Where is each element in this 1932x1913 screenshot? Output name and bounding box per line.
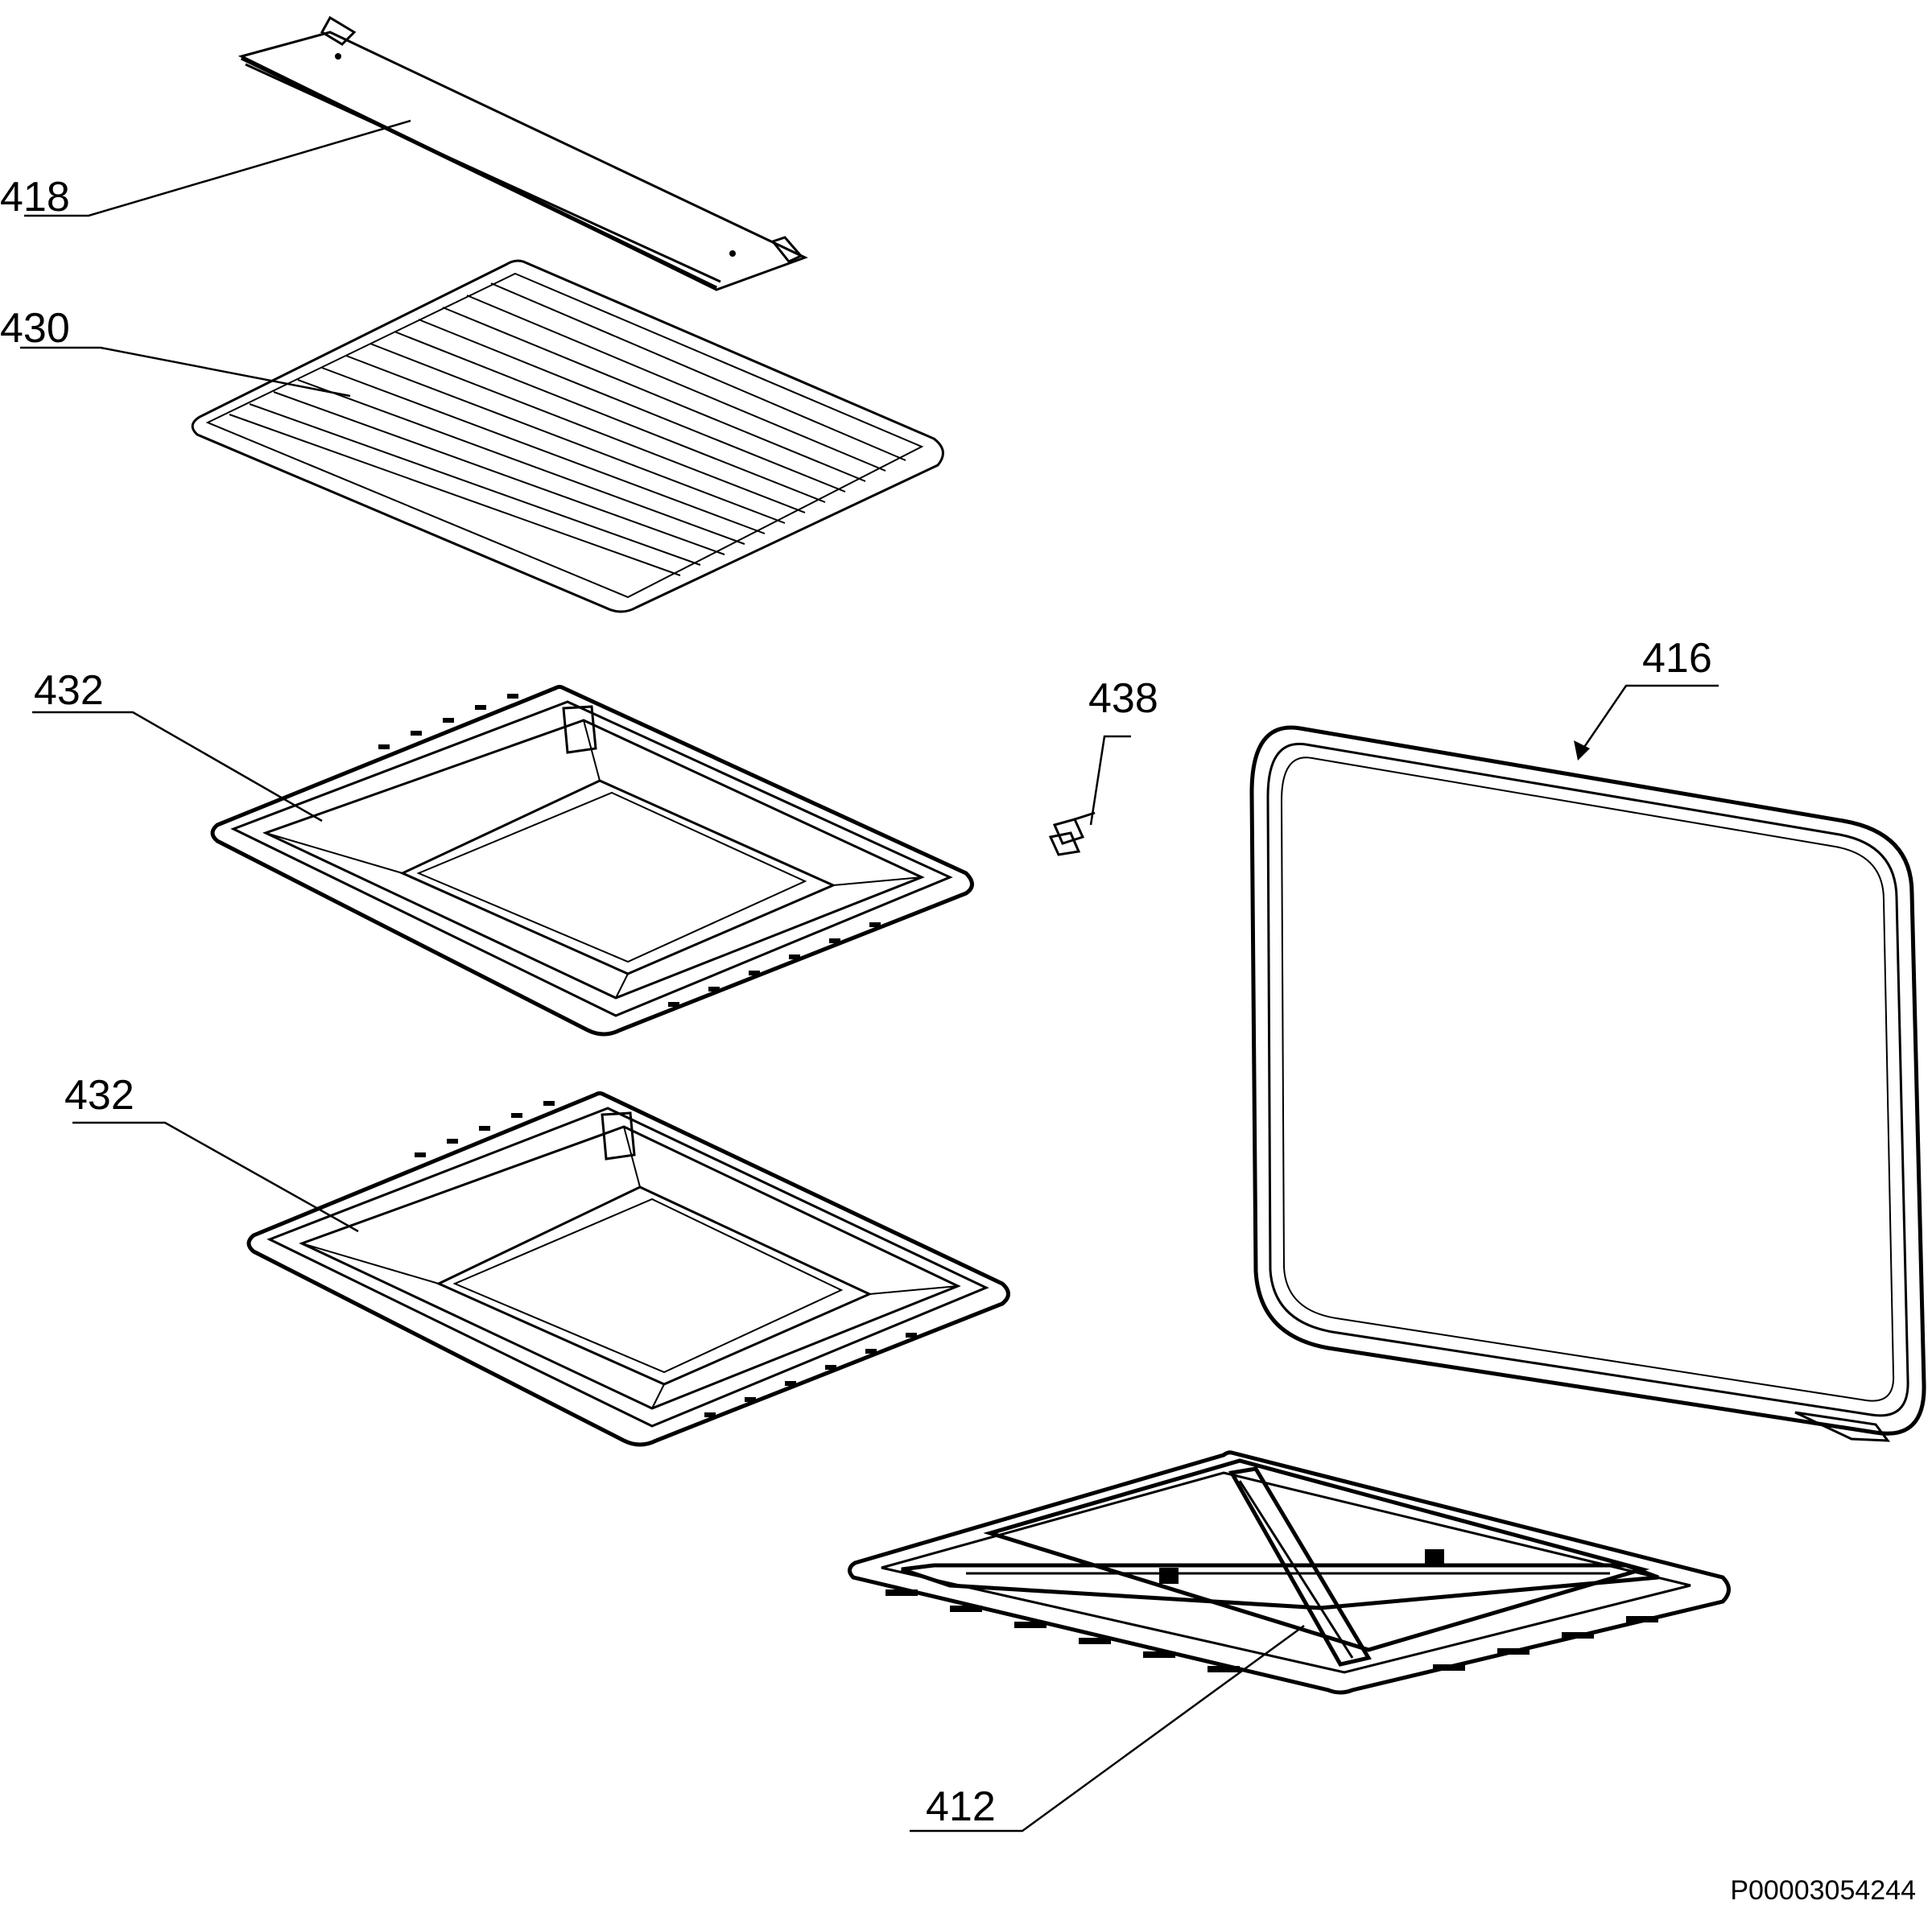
callout-432-lower: 432 (64, 1072, 359, 1233)
part-412-bottom-plate (848, 1450, 1731, 1695)
callout-430: 430 (0, 305, 351, 398)
part-416-gasket-frame (1249, 725, 1926, 1442)
part-label-432-lower: 432 (64, 1072, 134, 1119)
part-438-clip (1048, 811, 1096, 856)
callout-438: 438 (1088, 675, 1158, 826)
part-432-baking-tray-lower (246, 1091, 1010, 1447)
bottom-plate-edge-dots (886, 1549, 1658, 1672)
part-label-412: 412 (926, 1783, 996, 1830)
part-label-418: 418 (0, 174, 70, 221)
part-label-432-upper: 432 (34, 667, 104, 714)
callout-432-upper: 432 (32, 667, 323, 823)
part-label-430: 430 (0, 305, 70, 352)
part-430-wire-rack (191, 259, 944, 613)
callout-412: 412 (910, 1624, 1305, 1833)
part-label-438: 438 (1088, 675, 1158, 722)
part-label-416: 416 (1642, 635, 1712, 682)
part-432-baking-tray-upper (210, 685, 974, 1037)
part-418-bracket (237, 15, 808, 291)
callout-418: 418 (0, 119, 411, 221)
tray-rim-perforations (378, 694, 881, 1007)
callout-416: 416 (1574, 635, 1719, 761)
tray-rim-perforations-lower (415, 1101, 917, 1417)
bottom-plate-cross (901, 1466, 1659, 1667)
rack-wires (229, 282, 906, 576)
drawing-number: P00003054244 (1730, 1875, 1916, 1906)
